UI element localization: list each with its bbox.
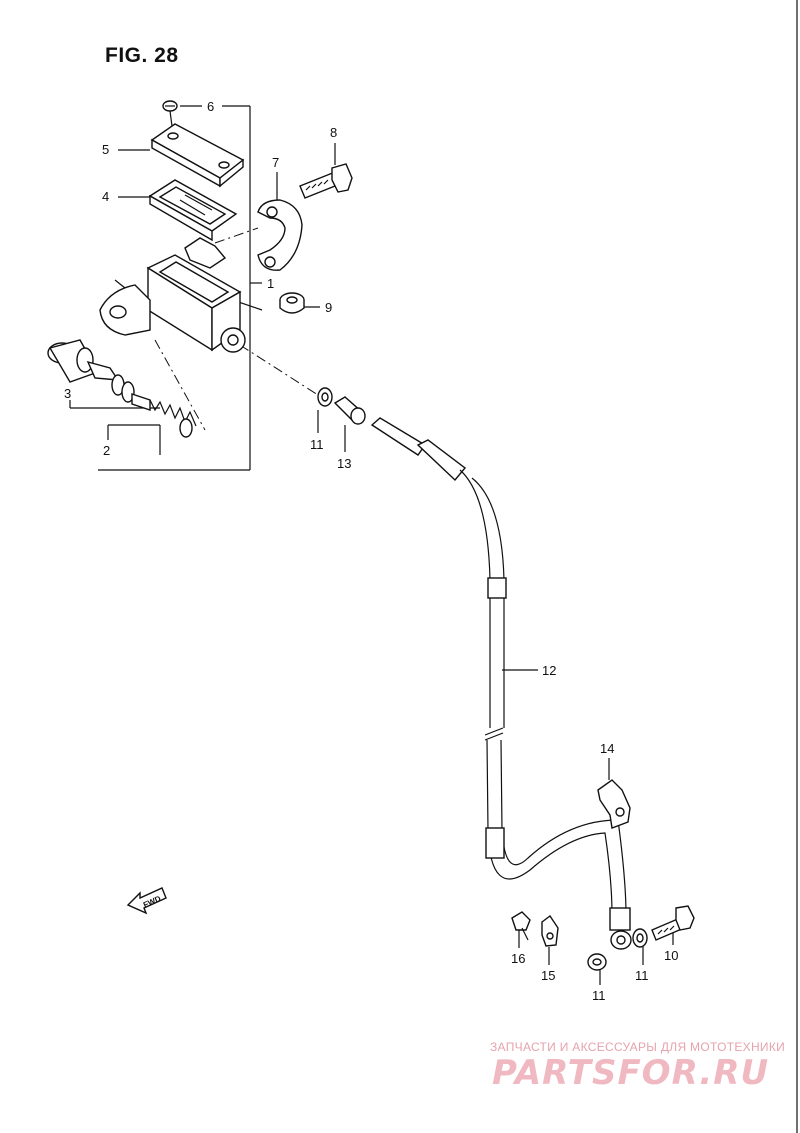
washer-part-11-lower-left: [587, 953, 607, 971]
reservoir-cap-part-5: [150, 123, 245, 188]
boot-part-9: [279, 292, 305, 314]
assembly-bracket: [98, 105, 262, 471]
leader-lines: [69, 105, 674, 985]
callout-7: 7: [272, 155, 279, 170]
clamp-part-14: [597, 779, 631, 829]
callout-6: 6: [207, 99, 214, 114]
figure-title: FIG. 28: [105, 44, 179, 67]
watermark-tagline: ЗАПЧАСТИ И АКСЕССУАРЫ ДЛЯ МОТОТЕХНИКИ: [490, 1040, 786, 1054]
master-cylinder-part-1: [99, 237, 246, 353]
callout-10: 10: [664, 948, 678, 963]
callout-15: 15: [541, 968, 555, 983]
callout-11-upper: 11: [310, 437, 324, 452]
callout-3: 3: [64, 386, 71, 401]
callout-12: 12: [542, 663, 556, 678]
callout-1: 1: [267, 276, 274, 291]
piston-assembly-parts-2-3: [47, 339, 197, 438]
callout-labels: 1 2 3 4 5 6 7 8 9 10 11 11 11 12 13 14 1…: [64, 99, 678, 1003]
callout-4: 4: [102, 189, 109, 204]
callout-2: 2: [103, 443, 110, 458]
bolt-part-8: [299, 163, 353, 199]
callout-8: 8: [330, 125, 337, 140]
watermark-brand: PARTSFOR.RU: [492, 1053, 770, 1093]
holder-part-7: [257, 199, 303, 271]
callout-5: 5: [102, 142, 109, 157]
callout-11-lower-left: 11: [592, 988, 606, 1003]
screw-part-6: [162, 100, 178, 127]
fwd-arrow: FWD: [126, 887, 167, 915]
callout-11-lower-right: 11: [635, 968, 649, 983]
bolt-part-16: [511, 911, 531, 941]
hose-part-12: [370, 417, 632, 950]
washer-part-11-upper: [317, 387, 333, 407]
callout-13: 13: [337, 456, 351, 471]
union-bolt-part-13: [333, 396, 366, 425]
callout-16: 16: [511, 951, 525, 966]
assembly-guides: [154, 227, 319, 431]
bolt-part-10: [651, 905, 695, 941]
diaphragm-part-4: [148, 179, 238, 242]
callout-9: 9: [325, 300, 332, 315]
callout-14: 14: [600, 741, 614, 756]
clamp-part-15: [541, 914, 559, 947]
washer-part-11-lower-right: [632, 928, 648, 948]
